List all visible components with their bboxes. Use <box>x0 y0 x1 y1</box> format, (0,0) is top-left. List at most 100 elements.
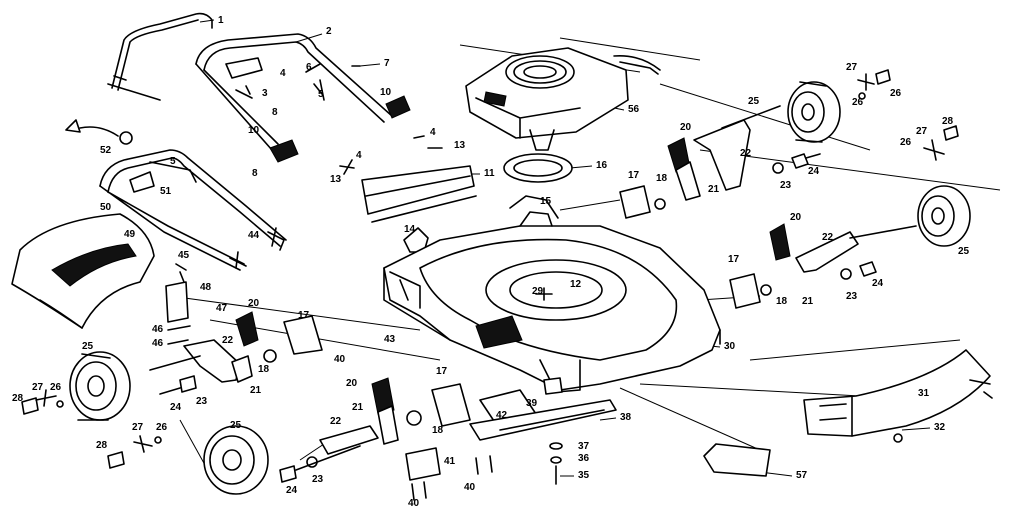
part-label-23: 23 <box>846 291 858 302</box>
part-label-42: 42 <box>496 410 508 421</box>
wheel-right-mid <box>917 185 971 247</box>
part-label-47: 47 <box>216 303 228 314</box>
part-label-4: 4 <box>280 68 286 79</box>
main-handle <box>195 33 393 151</box>
part-label-17: 17 <box>628 170 640 181</box>
part-label-14: 14 <box>404 224 416 235</box>
part-label-13: 13 <box>330 174 342 185</box>
part-label-46: 46 <box>152 324 164 335</box>
part-label-13: 13 <box>454 140 466 151</box>
part-label-25: 25 <box>230 420 242 431</box>
lower-handle <box>99 149 287 271</box>
part-label-27: 27 <box>132 422 144 433</box>
part-label-10: 10 <box>248 125 260 136</box>
part-label-23: 23 <box>312 474 324 485</box>
part-label-25: 25 <box>748 96 760 107</box>
part-label-41: 41 <box>444 456 456 467</box>
part-label-17: 17 <box>728 254 740 265</box>
part-label-31: 31 <box>918 388 930 399</box>
part-label-1: 1 <box>218 15 224 26</box>
part-label-18: 18 <box>776 296 788 307</box>
part-label-43: 43 <box>384 334 396 345</box>
part-label-21: 21 <box>250 385 262 396</box>
part-label-36: 36 <box>578 453 590 464</box>
part-label-35: 35 <box>578 470 590 481</box>
part-label-4: 4 <box>430 127 436 138</box>
wheel-rear-right-upper <box>787 81 841 143</box>
part-label-22: 22 <box>822 232 834 243</box>
part-label-22: 22 <box>330 416 342 427</box>
part-label-28: 28 <box>942 116 954 127</box>
handle-knobs <box>269 63 411 163</box>
part-label-20: 20 <box>346 378 358 389</box>
part-label-3: 3 <box>262 88 268 99</box>
part-label-49: 49 <box>124 229 136 240</box>
part-label-24: 24 <box>808 166 820 177</box>
part-label-57: 57 <box>796 470 808 481</box>
part-label-5: 5 <box>170 156 176 167</box>
part-label-27: 27 <box>32 382 44 393</box>
label-plate <box>703 443 771 477</box>
part-label-16: 16 <box>596 160 608 171</box>
part-label-8: 8 <box>252 168 258 179</box>
wheel-left-mid <box>69 351 131 421</box>
part-label-37: 37 <box>578 441 590 452</box>
part-label-21: 21 <box>352 402 364 413</box>
rear-right-axle-upper <box>619 105 821 219</box>
part-label-17: 17 <box>436 366 448 377</box>
blade-assembly <box>469 377 617 485</box>
part-label-38: 38 <box>620 412 632 423</box>
part-label-25: 25 <box>82 341 94 352</box>
part-label-4: 4 <box>356 150 362 161</box>
part-label-50: 50 <box>100 202 112 213</box>
part-label-20: 20 <box>680 122 692 133</box>
part-label-22: 22 <box>222 335 234 346</box>
bracket-14 <box>403 227 429 253</box>
part-label-56: 56 <box>628 104 640 115</box>
part-label-20: 20 <box>790 212 802 223</box>
part-label-25: 25 <box>958 246 970 257</box>
part-label-45: 45 <box>178 250 190 261</box>
part-label-2: 2 <box>326 26 332 37</box>
part-label-40: 40 <box>334 354 346 365</box>
rope-guide <box>65 119 133 145</box>
part-label-26: 26 <box>890 88 902 99</box>
grass-deflector <box>11 213 155 329</box>
handle-bracket-rail <box>339 135 477 223</box>
part-label-40: 40 <box>464 482 476 493</box>
wheel-hardware-upper-right <box>857 69 959 161</box>
part-label-18: 18 <box>258 364 270 375</box>
wheel-hardware-lower <box>107 435 361 483</box>
upper-handle-bail <box>107 12 213 101</box>
part-label-8: 8 <box>272 107 278 118</box>
part-label-26: 26 <box>852 97 864 108</box>
part-label-29: 29 <box>532 286 544 297</box>
part-label-51: 51 <box>160 186 172 197</box>
bearing-ring <box>503 153 573 183</box>
part-label-27: 27 <box>846 62 858 73</box>
part-label-24: 24 <box>170 402 182 413</box>
wheel-left-lower <box>203 425 269 495</box>
part-label-28: 28 <box>96 440 108 451</box>
part-label-6: 6 <box>306 62 312 73</box>
part-label-17: 17 <box>298 310 310 321</box>
part-label-20: 20 <box>248 298 260 309</box>
part-label-23: 23 <box>780 180 792 191</box>
part-label-26: 26 <box>900 137 912 148</box>
part-label-7: 7 <box>384 58 390 69</box>
front-axle-lower <box>319 377 541 501</box>
left-axle-upper <box>149 281 323 395</box>
part-label-15: 15 <box>540 196 552 207</box>
part-label-12: 12 <box>570 279 582 290</box>
part-label-40: 40 <box>408 498 420 509</box>
part-label-22: 22 <box>740 148 752 159</box>
part-label-23: 23 <box>196 396 208 407</box>
wheel-hardware-left <box>21 389 64 415</box>
part-label-11: 11 <box>484 168 495 179</box>
part-label-46: 46 <box>152 338 164 349</box>
part-label-24: 24 <box>286 485 298 496</box>
part-label-10: 10 <box>380 87 392 98</box>
engine <box>465 47 661 151</box>
